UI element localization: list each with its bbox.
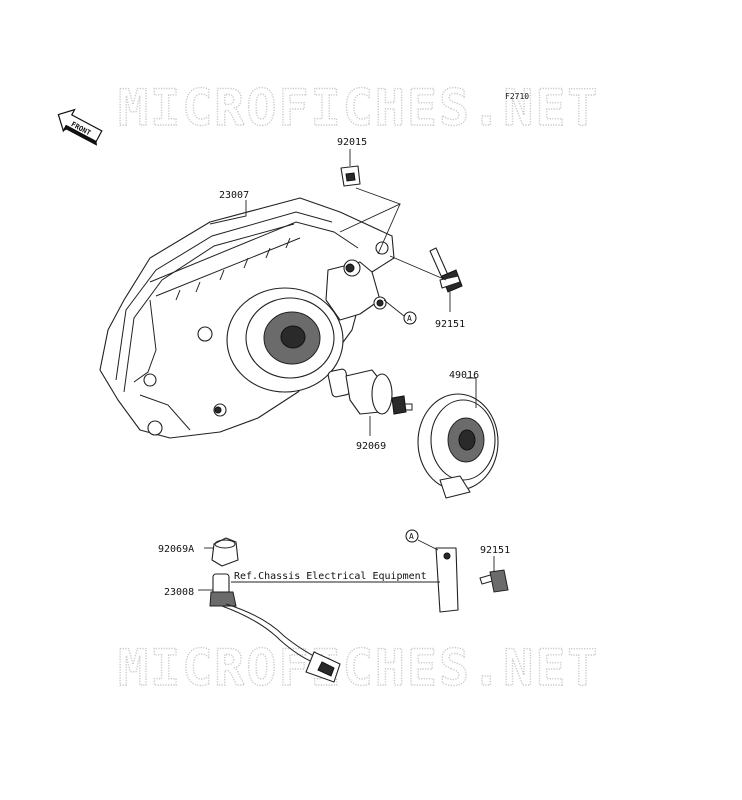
part-label-92151-upper: 92151 — [435, 319, 465, 330]
watermark-top: MICROFICHES.NET — [118, 79, 600, 137]
part-label-92069A: 92069A — [158, 544, 194, 555]
bolt-92151-lower — [479, 569, 509, 593]
bracket-lower — [435, 547, 459, 613]
clip-92015 — [340, 165, 361, 187]
dust-cover-49016 — [417, 393, 499, 499]
bolt-92151-upper — [429, 247, 463, 293]
ref-marker-lower: A — [405, 529, 419, 543]
part-label-23007: 23007 — [219, 190, 249, 201]
part-label-92015: 92015 — [337, 137, 367, 148]
reference-note: Ref.Chassis Electrical Equipment — [234, 571, 427, 582]
front-arrow-icon: FRONT — [57, 108, 103, 146]
part-label-92151-lower: 92151 — [480, 545, 510, 556]
part-label-23008: 23008 — [164, 587, 194, 598]
socket-harness-23008 — [209, 573, 341, 683]
figure-code: F2710 — [505, 92, 529, 101]
bulb-92069A — [211, 537, 239, 567]
ref-marker-upper-label: A — [407, 314, 412, 323]
watermark-bottom: MICROFICHES.NET — [118, 639, 600, 697]
ref-marker-lower-label: A — [409, 532, 414, 541]
ref-marker-upper: A — [403, 311, 417, 325]
leader-lines — [198, 149, 495, 591]
part-label-92069: 92069 — [356, 441, 386, 452]
bulb-92069 — [327, 368, 413, 415]
part-label-49016: 49016 — [449, 370, 479, 381]
headlight-housing — [99, 197, 395, 439]
